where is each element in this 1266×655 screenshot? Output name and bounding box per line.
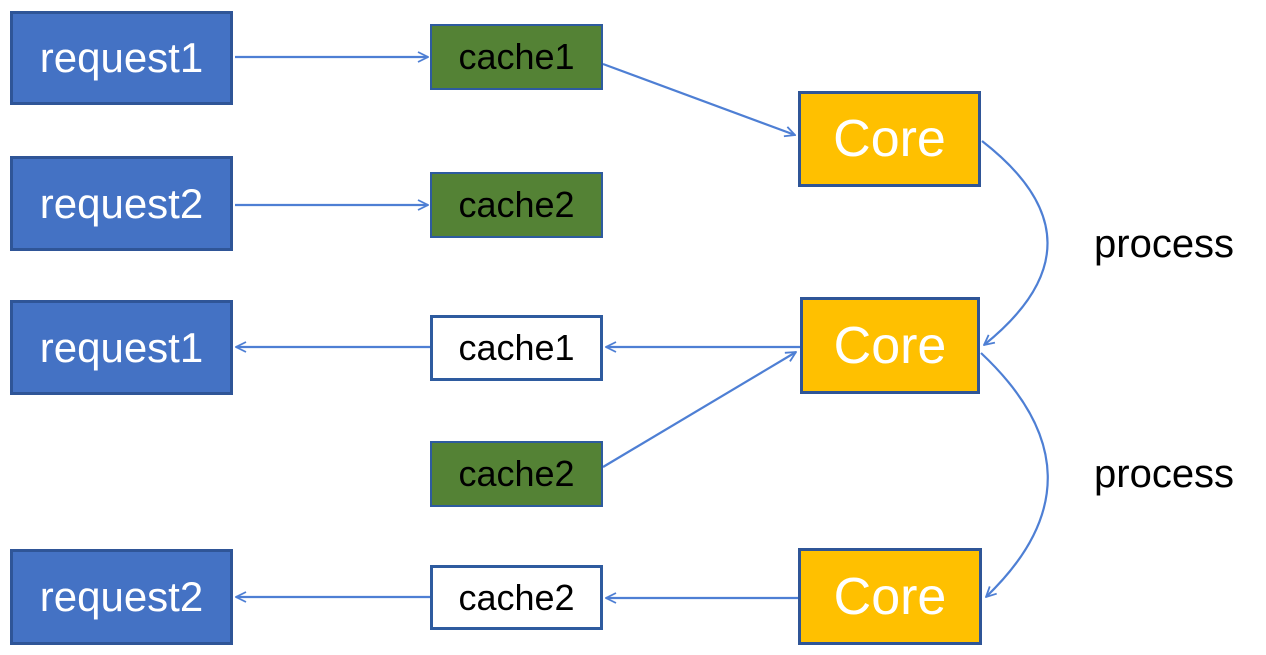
edge-cache1-green-to-core-top	[602, 62, 795, 135]
node-request2-top-label: request2	[39, 179, 204, 227]
node-request1-top-label: request1	[39, 34, 204, 81]
process-label-bottom: process	[1094, 452, 1235, 496]
process-label-top: process	[1094, 222, 1235, 266]
node-cache2-green-top-label: cache2	[458, 184, 575, 225]
edge-core-top-to-core-mid-process-curve	[981, 140, 1049, 345]
node-request2-top: request2	[10, 156, 233, 251]
node-core-mid: Core	[800, 297, 980, 394]
node-cache2-green-mid: cache2	[430, 441, 603, 507]
node-cache2-white-label: cache2	[458, 576, 575, 618]
node-cache2-green-top: cache2	[430, 172, 603, 238]
node-cache2-green-mid-label: cache2	[458, 453, 575, 494]
node-request2-bottom-label: request2	[39, 573, 204, 620]
node-cache2-white: cache2	[430, 565, 603, 630]
edge-cache2-green-mid-to-core-mid	[602, 352, 796, 468]
node-request1-top: request1	[10, 11, 233, 105]
node-cache1-white: cache1	[430, 315, 603, 381]
node-cache1-green-label: cache1	[458, 36, 575, 77]
node-core-mid-label: Core	[833, 316, 947, 375]
node-cache1-white-label: cache1	[458, 327, 575, 368]
node-core-top-label: Core	[833, 110, 946, 168]
node-cache1-green: cache1	[430, 24, 603, 90]
node-core-bottom-label: Core	[833, 567, 947, 626]
node-core-bottom: Core	[798, 548, 982, 645]
node-request1-bottom: request1	[10, 300, 233, 395]
node-core-top: Core	[798, 91, 981, 187]
node-request1-bottom-label: request1	[39, 323, 204, 371]
edge-core-mid-to-core-bottom-process-curve	[980, 352, 1049, 597]
node-request2-bottom: request2	[10, 549, 233, 645]
